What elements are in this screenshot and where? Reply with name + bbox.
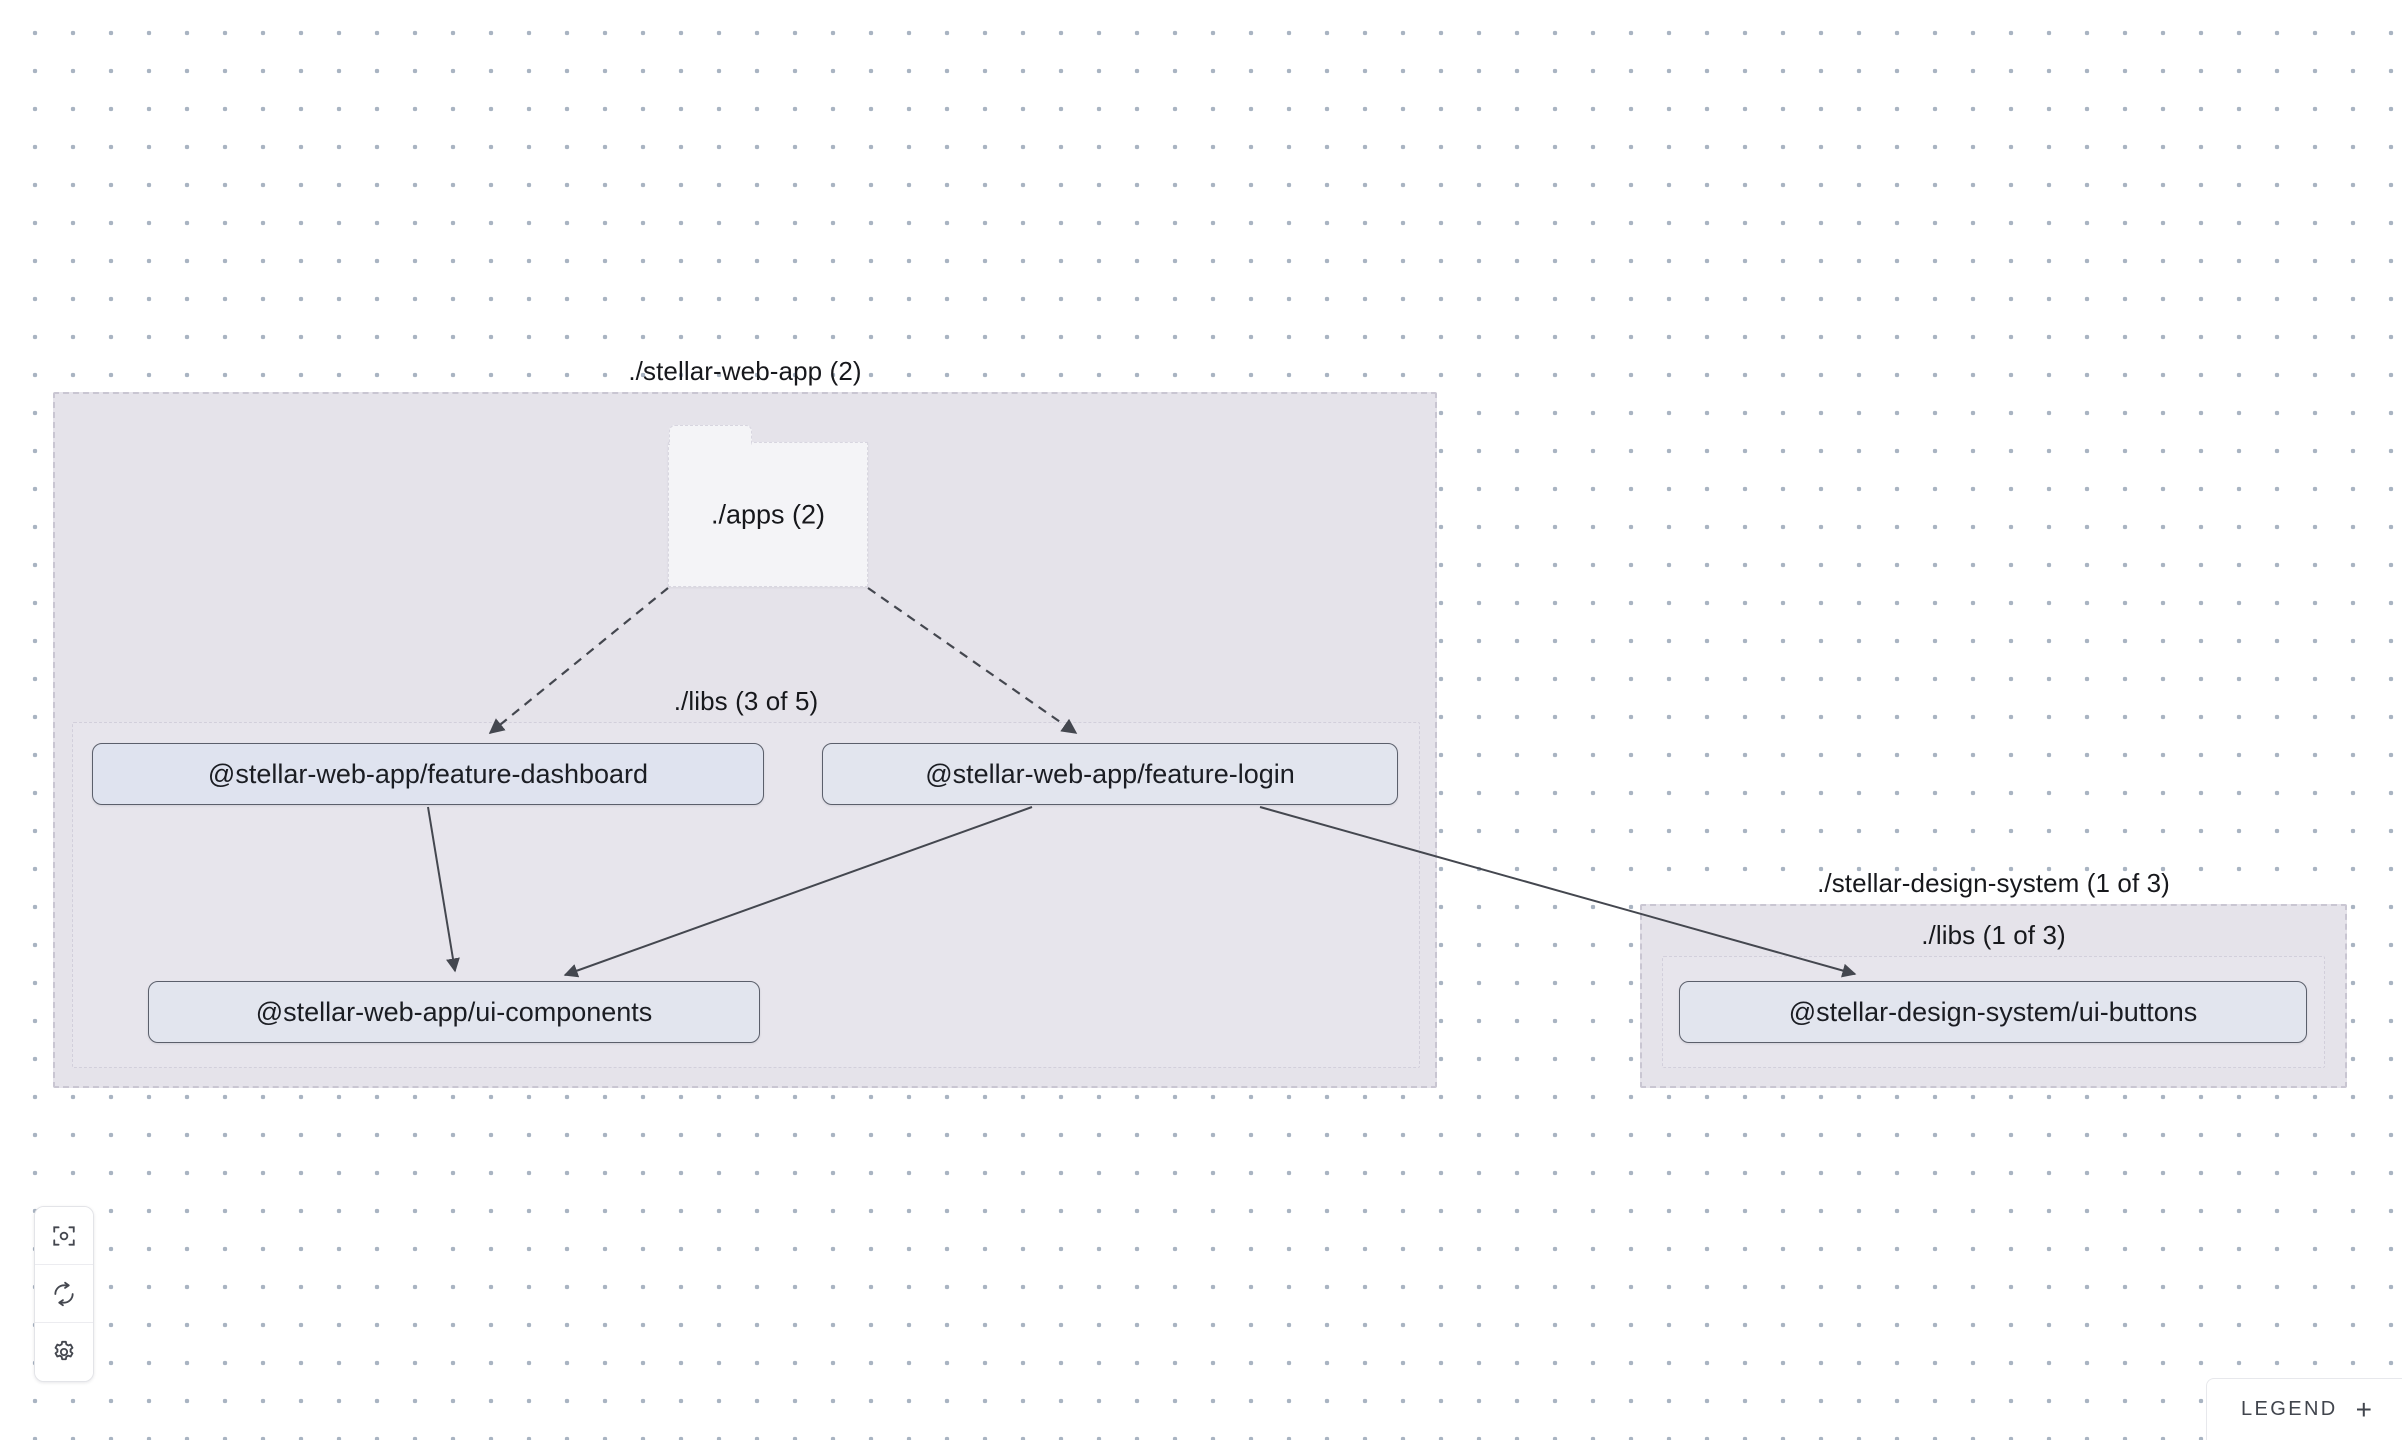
focus-button[interactable]: [35, 1207, 93, 1265]
group-label-stellar-web-app: ./stellar-web-app (2): [628, 356, 862, 386]
node-feature-login-label: @stellar-web-app/feature-login: [925, 758, 1295, 789]
legend-toggle[interactable]: LEGEND +: [2205, 1378, 2402, 1440]
legend-label: LEGEND: [2240, 1398, 2338, 1420]
node-feature-dashboard[interactable]: @stellar-web-app/feature-dashboard: [92, 743, 764, 805]
folder-node-apps[interactable]: ./apps (2): [668, 425, 868, 587]
group-label-stellar-design-system: ./stellar-design-system (1 of 3): [1817, 868, 2170, 898]
plus-icon: +: [2355, 1393, 2372, 1425]
refresh-button[interactable]: [35, 1265, 93, 1323]
group-label-stellar-design-system-libs: ./libs (1 of 3): [1921, 920, 2066, 950]
settings-button[interactable]: [35, 1323, 93, 1381]
canvas-toolbar[interactable]: [34, 1206, 94, 1382]
node-ui-components[interactable]: @stellar-web-app/ui-components: [148, 981, 760, 1043]
node-ui-buttons[interactable]: @stellar-design-system/ui-buttons: [1679, 981, 2307, 1043]
folder-node-apps-label: ./apps (2): [710, 499, 826, 529]
folder-tab: [669, 425, 753, 445]
node-ui-components-label: @stellar-web-app/ui-components: [255, 996, 653, 1027]
focus-target-icon: [51, 1223, 77, 1249]
refresh-icon: [51, 1281, 77, 1307]
node-feature-dashboard-label: @stellar-web-app/feature-dashboard: [207, 758, 649, 789]
gear-icon: [51, 1339, 77, 1365]
node-feature-login[interactable]: @stellar-web-app/feature-login: [822, 743, 1398, 805]
group-label-stellar-web-app-libs: ./libs (3 of 5): [673, 686, 819, 716]
node-ui-buttons-label: @stellar-design-system/ui-buttons: [1788, 996, 2198, 1027]
